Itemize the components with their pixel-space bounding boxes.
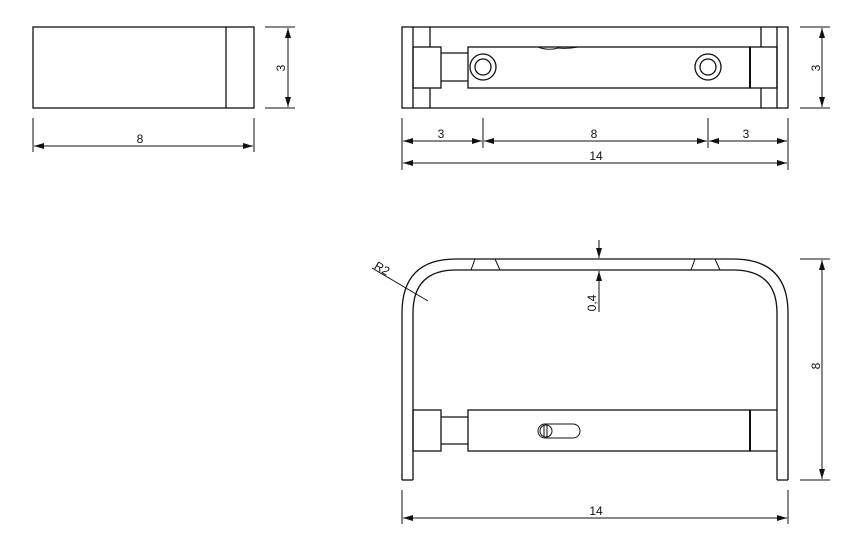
front-view: R2 0,4 8 14 bbox=[371, 240, 830, 524]
left-end-block bbox=[412, 46, 442, 89]
level-bubble-mark bbox=[537, 46, 579, 50]
right-hole-icon bbox=[694, 53, 722, 81]
bend-radius-label: R2 bbox=[372, 259, 393, 279]
right-end-block bbox=[749, 46, 778, 89]
front-left-block bbox=[412, 409, 442, 452]
side-view-body bbox=[32, 26, 255, 109]
side-view-height-label: 3 bbox=[274, 64, 288, 71]
frame-inner-edge bbox=[412, 269, 778, 480]
middle-segment-label: 8 bbox=[591, 127, 598, 141]
thickness-label: 0,4 bbox=[585, 294, 599, 311]
left-hole-icon bbox=[469, 53, 497, 81]
front-view-height-dimension: 8 bbox=[800, 258, 830, 481]
side-view-height-dimension: 3 bbox=[265, 26, 295, 109]
front-view-width-dimension: 14 bbox=[401, 490, 789, 524]
total-width-label: 14 bbox=[589, 149, 603, 163]
central-bar bbox=[467, 46, 751, 89]
top-view-chain-dimensions: 3 8 3 14 bbox=[401, 118, 789, 170]
bend-radius-dimension: R2 bbox=[371, 259, 429, 302]
thickness-dimension: 0,4 bbox=[585, 240, 602, 312]
top-view-height-label: 3 bbox=[809, 64, 823, 71]
front-view-width-label: 14 bbox=[589, 504, 603, 518]
side-view-width-dimension: 8 bbox=[32, 118, 255, 152]
top-view-height-dimension: 3 bbox=[800, 26, 830, 109]
front-view-height-label: 8 bbox=[809, 362, 823, 369]
side-view-width-label: 8 bbox=[137, 132, 144, 146]
left-segment-label: 3 bbox=[438, 127, 445, 141]
frame-outer-edge bbox=[401, 258, 789, 480]
front-central-bar bbox=[467, 409, 751, 452]
side-view: 3 8 bbox=[32, 26, 295, 152]
top-view: 3 3 8 3 14 bbox=[401, 26, 830, 170]
right-segment-label: 3 bbox=[743, 127, 750, 141]
slot-screw-icon bbox=[537, 423, 581, 439]
top-view-outline bbox=[401, 26, 789, 109]
